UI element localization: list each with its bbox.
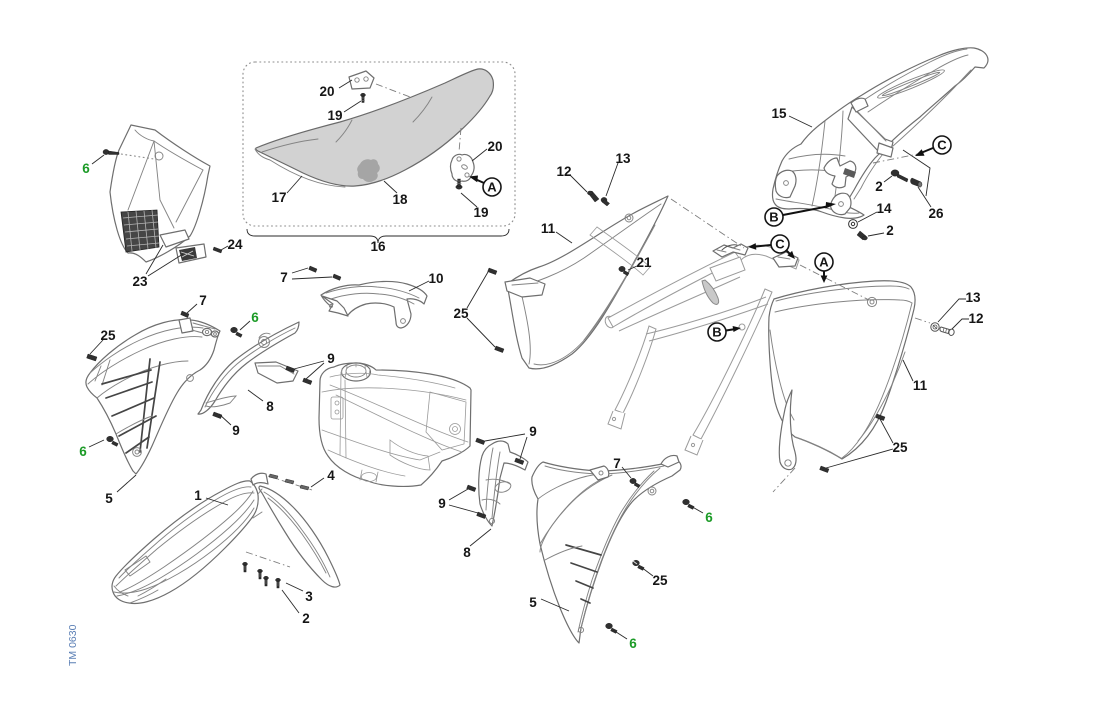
svg-text:6: 6 xyxy=(629,636,637,651)
svg-text:25: 25 xyxy=(100,328,116,343)
svg-text:18: 18 xyxy=(392,192,408,207)
svg-text:A: A xyxy=(819,255,829,270)
svg-text:25: 25 xyxy=(892,440,908,455)
svg-text:17: 17 xyxy=(271,190,286,205)
svg-text:1: 1 xyxy=(194,488,202,503)
svg-text:26: 26 xyxy=(928,206,944,221)
svg-text:9: 9 xyxy=(232,423,240,438)
svg-text:11: 11 xyxy=(541,221,556,236)
svg-text:6: 6 xyxy=(705,510,713,525)
svg-text:12: 12 xyxy=(556,164,571,179)
svg-text:23: 23 xyxy=(132,274,148,289)
svg-text:7: 7 xyxy=(613,456,621,471)
svg-text:3: 3 xyxy=(305,589,313,604)
svg-text:2: 2 xyxy=(875,179,883,194)
svg-text:6: 6 xyxy=(82,161,90,176)
svg-text:20: 20 xyxy=(319,84,334,99)
svg-text:9: 9 xyxy=(529,424,537,439)
svg-text:13: 13 xyxy=(965,290,981,305)
svg-text:7: 7 xyxy=(199,293,207,308)
svg-text:TM 0630: TM 0630 xyxy=(67,624,79,666)
svg-text:19: 19 xyxy=(327,108,342,123)
svg-text:2: 2 xyxy=(886,223,894,238)
svg-text:9: 9 xyxy=(438,496,446,511)
svg-text:6: 6 xyxy=(251,310,259,325)
svg-text:24: 24 xyxy=(227,237,243,252)
svg-text:A: A xyxy=(487,180,497,195)
svg-text:9: 9 xyxy=(327,351,335,366)
svg-text:B: B xyxy=(769,210,778,225)
svg-text:11: 11 xyxy=(913,378,928,393)
svg-text:21: 21 xyxy=(636,255,652,270)
svg-text:8: 8 xyxy=(463,545,471,560)
svg-text:C: C xyxy=(775,237,785,252)
svg-text:C: C xyxy=(937,138,947,153)
svg-text:14: 14 xyxy=(876,201,892,216)
svg-text:25: 25 xyxy=(652,573,668,588)
svg-text:16: 16 xyxy=(370,239,386,254)
svg-text:10: 10 xyxy=(428,271,443,286)
svg-text:5: 5 xyxy=(529,595,537,610)
svg-text:2: 2 xyxy=(302,611,310,626)
svg-text:5: 5 xyxy=(105,491,113,506)
svg-text:12: 12 xyxy=(968,311,983,326)
svg-text:7: 7 xyxy=(280,270,288,285)
svg-text:8: 8 xyxy=(266,399,274,414)
svg-text:6: 6 xyxy=(79,444,87,459)
svg-text:15: 15 xyxy=(771,106,787,121)
svg-text:13: 13 xyxy=(615,151,631,166)
svg-text:20: 20 xyxy=(487,139,502,154)
svg-text:B: B xyxy=(712,325,721,340)
svg-text:25: 25 xyxy=(453,306,469,321)
svg-text:19: 19 xyxy=(473,205,488,220)
svg-text:4: 4 xyxy=(327,468,335,483)
